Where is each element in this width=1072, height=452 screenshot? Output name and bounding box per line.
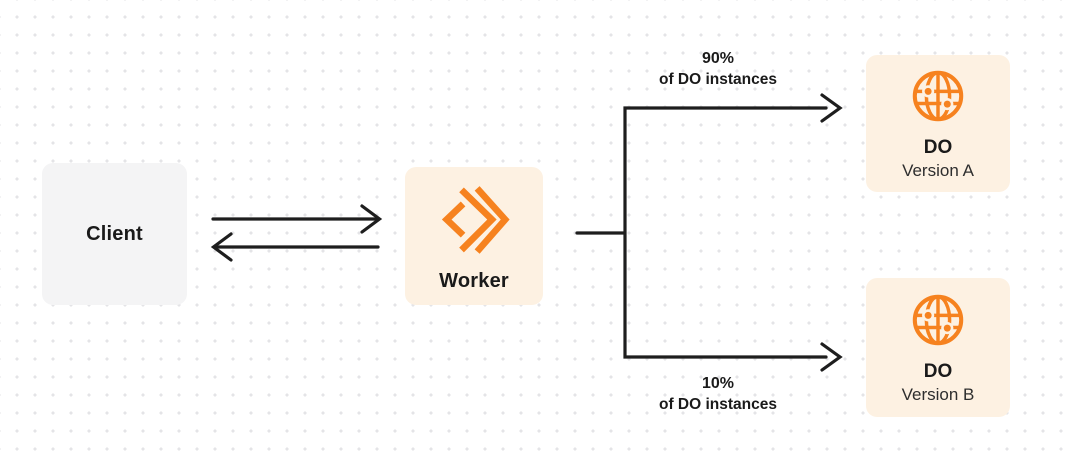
globe-icon [909,291,967,354]
edge-label-bottom: 10% of DO instances [626,373,810,415]
edge-label-bottom-caption: of DO instances [659,396,777,413]
arrow-to-version-a-head [820,93,843,123]
do-version-b-subtitle: Version B [901,384,975,404]
arrow-worker-to-client-head [210,232,233,262]
branch-fork-line [623,106,828,359]
do-version-a-title: DO [923,136,953,158]
workers-icon [435,179,513,262]
edge-label-top-caption: of DO instances [659,71,777,88]
client-label: Client [86,222,143,245]
do-version-b-node: DO Version B [866,278,1010,417]
do-version-a-node: DO Version A [866,55,1010,192]
edge-label-top: 90% of DO instances [626,48,810,90]
arrow-to-version-b-head [820,342,843,372]
edge-label-top-percent: 90% [701,50,735,67]
worker-label: Worker [439,270,509,292]
globe-icon [909,67,967,130]
worker-node: Worker [405,167,543,305]
client-node: Client [42,163,187,305]
do-version-a-subtitle: Version A [902,160,974,180]
edge-label-bottom-percent: 10% [701,375,735,392]
do-version-b-title: DO [923,360,953,382]
arrow-client-to-worker-head [360,204,383,234]
